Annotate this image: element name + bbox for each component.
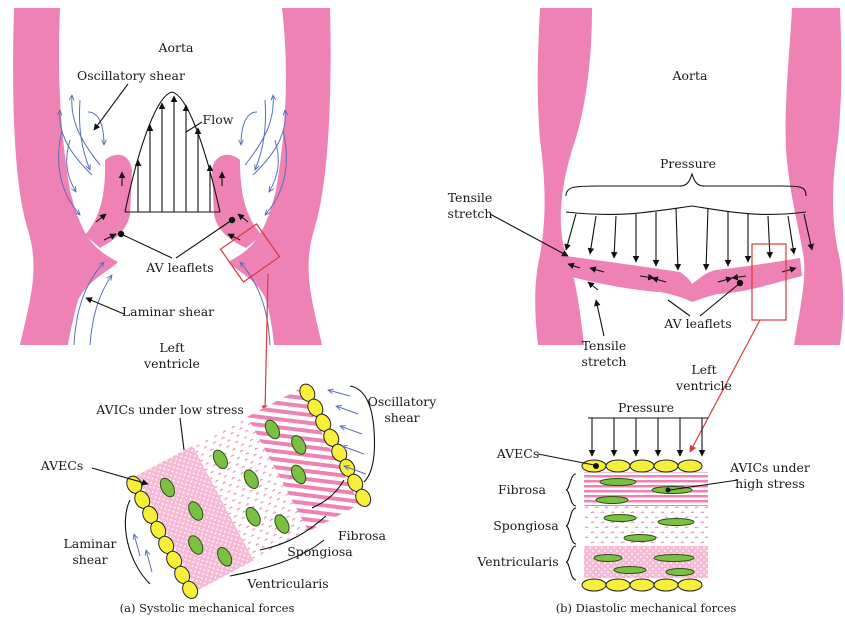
aorta-wall-right-b bbox=[786, 8, 844, 345]
layer-brackets-b bbox=[566, 474, 576, 580]
aorta-wall-left-b bbox=[535, 8, 592, 345]
label-laminar-block-2: shear bbox=[72, 552, 107, 567]
avics-point-b bbox=[666, 488, 671, 493]
tissue-block-b bbox=[582, 418, 708, 591]
av-leaflet-left-a bbox=[85, 155, 132, 248]
av-leaflets-pointers-a bbox=[121, 220, 232, 258]
av-leaflet-right-a bbox=[212, 155, 262, 248]
flow-profile bbox=[125, 92, 220, 212]
pressure-arrows-block-b bbox=[588, 418, 708, 456]
label-oscillatory-shear: Oscillatory shear bbox=[77, 68, 185, 83]
aorta-wall-right bbox=[228, 8, 331, 345]
aorta-wall-left bbox=[13, 8, 118, 345]
avecs-point-b bbox=[593, 463, 599, 469]
label-avics-high-2: high stress bbox=[735, 476, 805, 491]
label-left-ventricle-b-1: Left bbox=[691, 362, 716, 377]
label-av-leaflets-a: AV leaflets bbox=[145, 260, 213, 275]
label-laminar-block-1: Laminar bbox=[63, 536, 116, 551]
laminar-shear-pointer bbox=[86, 298, 124, 314]
label-tensile-stretch-2: stretch bbox=[448, 206, 493, 221]
avecs-pointer-b bbox=[538, 454, 594, 465]
label-left-ventricle-b-2: ventricle bbox=[675, 378, 732, 393]
pressure-arrows-b bbox=[566, 208, 812, 270]
label-aorta-b: Aorta bbox=[671, 68, 708, 83]
pressure-distribution-line bbox=[566, 206, 806, 214]
tensile-stretch-pointer-2 bbox=[596, 300, 604, 336]
panel-b: Aorta Pressure Tensile stretch Tensile s… bbox=[448, 8, 844, 615]
label-flow: Flow bbox=[203, 112, 234, 127]
avecs-row-bottom-b bbox=[582, 579, 702, 591]
label-spongiosa-b: Spongiosa bbox=[493, 518, 559, 533]
flow-profile-vectors bbox=[138, 96, 210, 212]
label-fibrosa-b: Fibrosa bbox=[498, 482, 547, 497]
label-left-ventricle-a-2: ventricle bbox=[143, 356, 200, 371]
label-pressure-block-b: Pressure bbox=[618, 400, 674, 415]
label-avics-high-1: AVICs under bbox=[729, 460, 810, 475]
label-tensile-stretch-b1: Tensile bbox=[582, 338, 627, 353]
label-ventricularis-b: Ventricularis bbox=[476, 554, 558, 569]
label-avecs-a: AVECs bbox=[40, 458, 84, 473]
label-av-leaflets-b: AV leaflets bbox=[663, 316, 731, 331]
label-tensile-stretch-1: Tensile bbox=[448, 190, 493, 205]
pressure-brace-b bbox=[566, 174, 806, 196]
caption-b: (b) Diastolic mechanical forces bbox=[556, 601, 737, 615]
label-ventricularis-a: Ventricularis bbox=[246, 576, 328, 591]
panel-a: Aorta Oscillatory shear Flow AV leaflets… bbox=[13, 8, 437, 615]
label-spongiosa-a: Spongiosa bbox=[287, 544, 353, 559]
oscillatory-shear-pointer bbox=[94, 84, 128, 130]
label-avecs-b: AVECs bbox=[496, 446, 540, 461]
label-osc-shear-block-1: Oscillatory bbox=[368, 394, 438, 409]
label-avics-low-stress: AVICs under low stress bbox=[95, 402, 244, 417]
label-aorta-a: Aorta bbox=[157, 40, 194, 55]
label-osc-shear-block-2: shear bbox=[384, 410, 419, 425]
label-laminar-shear: Laminar shear bbox=[122, 304, 214, 319]
label-pressure-b: Pressure bbox=[660, 156, 716, 171]
avecs-row-top-b bbox=[582, 460, 702, 472]
avics-low-pointer bbox=[180, 418, 184, 450]
caption-a: (a) Systolic mechanical forces bbox=[120, 601, 295, 615]
label-fibrosa-a: Fibrosa bbox=[338, 528, 387, 543]
av-leaflets-closed bbox=[566, 256, 802, 302]
label-left-ventricle-a-1: Left bbox=[159, 340, 184, 355]
label-tensile-stretch-b2: stretch bbox=[582, 354, 627, 369]
